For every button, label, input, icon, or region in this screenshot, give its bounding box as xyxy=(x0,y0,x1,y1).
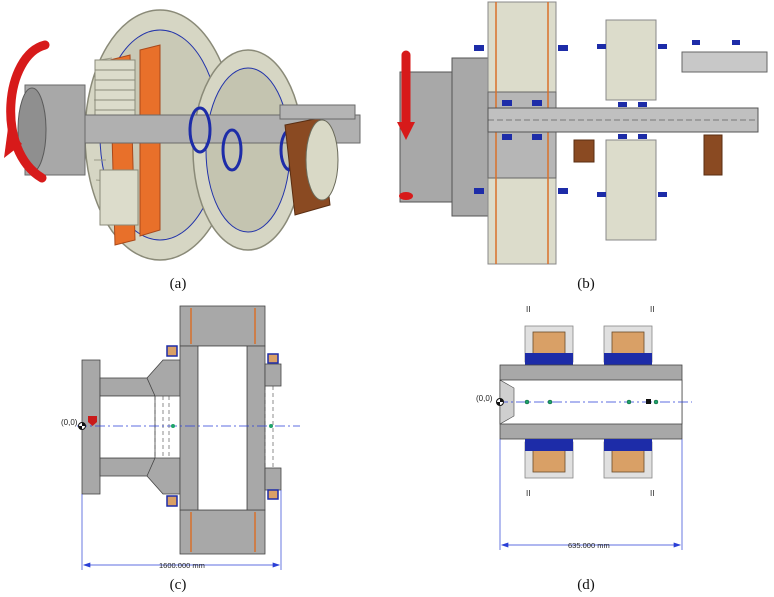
shaft-drawing: II II II II (0,0) xyxy=(476,305,692,550)
ring-gear-second xyxy=(192,49,304,251)
caption-b: (b) xyxy=(577,276,595,292)
caption-c: (c) xyxy=(169,577,187,593)
dimension-1600 xyxy=(81,490,282,570)
svg-text:II: II xyxy=(650,489,654,498)
svg-text:II: II xyxy=(526,305,530,314)
gearbox-3d-illustration xyxy=(4,9,361,261)
panel-d-shaft-drawing: II II II II (0,0) xyxy=(470,298,710,556)
section-markers: II II II II xyxy=(526,305,654,498)
svg-text:II: II xyxy=(650,305,654,314)
origin-label-c: (0,0) xyxy=(61,418,78,427)
panel-a-3d-gearbox-cutaway xyxy=(0,0,390,270)
section-ring-gear-bottom xyxy=(487,177,557,265)
bearing-housing-bottom-right xyxy=(603,439,653,479)
bearing-housing-top-left xyxy=(524,325,574,365)
caption-a: (a) xyxy=(169,276,187,292)
gearbox-section-illustration xyxy=(397,1,768,265)
bearing-housing-bottom-left xyxy=(524,439,574,479)
section-second-gear-top xyxy=(605,19,657,101)
bearing-housing-top-right xyxy=(603,325,653,365)
section-bearings xyxy=(474,40,740,197)
right-stub-top xyxy=(264,363,282,387)
output-shaft xyxy=(279,104,356,120)
planet-gear-bottom xyxy=(99,169,139,226)
dimension-label-c: 1600.000 mm xyxy=(159,561,205,570)
dimension-label-d: 635.000 mm xyxy=(568,541,610,550)
section-second-gear-bottom xyxy=(605,139,657,241)
drum-top-wall xyxy=(179,305,266,347)
section-rotation-arrowhead xyxy=(397,122,415,140)
svg-text:II: II xyxy=(526,489,530,498)
section-output-shaft xyxy=(681,51,768,73)
section-brown-ring xyxy=(703,134,723,176)
origin-label-d: (0,0) xyxy=(476,394,493,403)
node-markers xyxy=(524,399,659,405)
drawing-c-bearings xyxy=(166,345,279,507)
panel-b-gearbox-section xyxy=(392,0,774,270)
right-stub-bottom xyxy=(264,467,282,491)
red-marker-c xyxy=(88,416,97,426)
carrier-drawing: (0,0) 1600.000 mm xyxy=(61,305,300,570)
drum-bottom-wall xyxy=(179,509,266,555)
caption-d: (d) xyxy=(577,577,595,593)
rotation-arrow xyxy=(6,40,50,183)
dimension-635 xyxy=(499,439,683,550)
rotation-arrowhead xyxy=(4,128,22,158)
section-ring-gear-top xyxy=(487,1,557,93)
panel-c-carrier-drawing: (0,0) 1600.000 mm xyxy=(55,298,320,576)
